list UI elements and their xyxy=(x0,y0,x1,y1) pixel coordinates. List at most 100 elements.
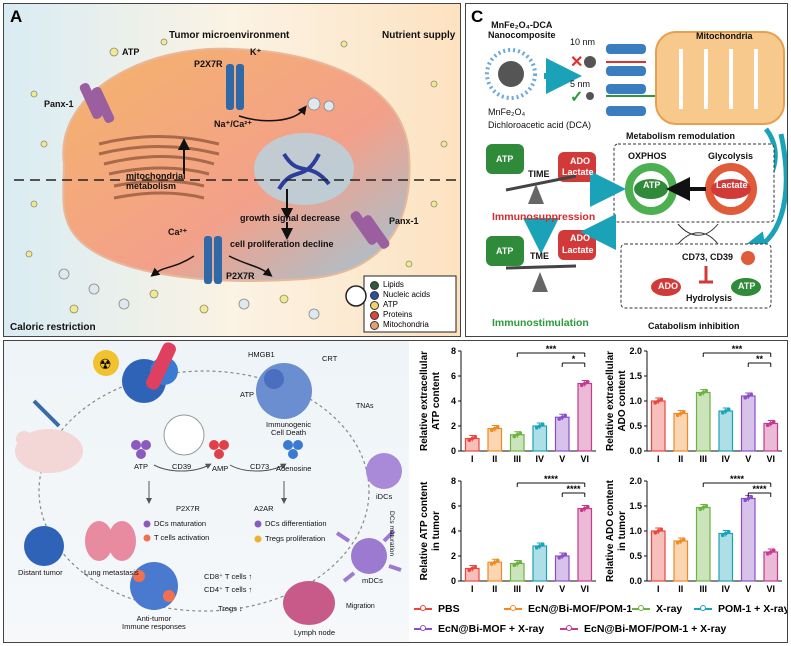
y-tick-label: 1.0 xyxy=(629,526,642,536)
y-tick-label: 2.0 xyxy=(629,346,642,356)
tumor-cluster xyxy=(122,342,178,403)
data-point xyxy=(726,407,731,411)
legend-item: EcN@Bi-MOF/POM-1 + X-ray xyxy=(560,623,726,635)
legend-dot-icon xyxy=(370,300,379,310)
y-tick-label: 0.0 xyxy=(629,446,642,456)
data-point xyxy=(473,564,478,569)
mito-metabolism-label: mitochondrial metabolism xyxy=(126,171,186,191)
size-10nm: 10 nm xyxy=(570,37,596,47)
lymph-node xyxy=(283,581,335,625)
bar xyxy=(554,555,570,582)
panx1-right-label: Panx-1 xyxy=(389,216,419,226)
curved-arrow-bottom-2 xyxy=(228,255,273,277)
data-point xyxy=(771,548,776,552)
data-point xyxy=(743,396,748,400)
p2x7r-bottom-channel xyxy=(204,236,222,284)
x-mark: ✕ xyxy=(570,54,583,71)
data-point xyxy=(489,428,494,433)
x-tick-label: IV xyxy=(535,454,544,464)
x-tick-label: V xyxy=(745,454,751,464)
catabolism-inhibition-title: Catabolism inhibition xyxy=(648,321,740,331)
data-point xyxy=(534,546,539,550)
check-mark: ✓ xyxy=(570,89,583,106)
data-point xyxy=(698,392,703,397)
dcs-maturation-label: DCs maturation xyxy=(154,519,207,528)
panel-a-legend-item: Lipids xyxy=(370,280,430,290)
adenosine-label: Adenosine xyxy=(276,464,312,473)
bar xyxy=(718,532,734,582)
metabolism-remodulation-title: Metabolism remodulation xyxy=(626,131,736,141)
data-point xyxy=(659,527,664,531)
x-tick-label: VI xyxy=(766,454,775,464)
nanocomposite-label: MnFe₂O₄-DCA Nanocomposite xyxy=(488,20,556,40)
cd73-label: CD73 xyxy=(250,462,270,471)
x-tick-label: I xyxy=(471,584,474,594)
y-tick-label: 1.5 xyxy=(629,371,642,381)
size-5nm: 5 nm xyxy=(570,79,591,89)
bar xyxy=(532,425,548,452)
x-tick-label: I xyxy=(657,454,660,464)
catabolism-atp: ATP xyxy=(738,281,756,291)
mdcs-label: mDCs xyxy=(362,576,383,585)
p2x7r-bottom-label: P2X7R xyxy=(226,271,255,281)
data-point xyxy=(720,533,725,538)
data-point xyxy=(557,556,562,560)
data-point xyxy=(473,434,478,439)
panel-a-legend-text: ATP xyxy=(383,300,398,309)
data-point xyxy=(720,411,725,415)
panel-a-legend-text: Mitochondria xyxy=(383,320,429,329)
bar xyxy=(487,427,503,452)
idc-cell xyxy=(366,453,402,489)
hmgb1-label: HMGB1 xyxy=(248,350,275,359)
tme-ado: ADO xyxy=(570,233,590,243)
data-point xyxy=(701,505,706,510)
mnfe-legend: MnFe₂O₄ xyxy=(488,107,526,117)
x-tick-label: II xyxy=(492,454,497,464)
data-point xyxy=(653,401,658,405)
glycolysis-label: Glycolysis xyxy=(708,151,754,161)
cell-zoom xyxy=(163,414,205,456)
y-axis-label: Relative extracellular xyxy=(419,351,430,451)
extracellular-particles xyxy=(25,38,448,320)
significance-label: ** xyxy=(756,354,764,364)
data-point xyxy=(512,563,517,568)
legend-box xyxy=(363,275,457,333)
significance-label: *** xyxy=(732,344,743,354)
bar xyxy=(673,540,689,582)
p2x7r-top-channel xyxy=(226,64,244,110)
data-point xyxy=(492,426,497,431)
legend-label: EcN@Bi-MOF/POM-1 + X-ray xyxy=(584,623,727,635)
legend-swatch-icon xyxy=(560,625,578,631)
growth-signal-label: growth signal decrease xyxy=(240,213,341,223)
bar xyxy=(532,545,548,582)
panel-a-illustration xyxy=(14,38,459,333)
idcs-label: iDCs xyxy=(376,492,393,501)
bar xyxy=(718,410,734,452)
atp-label: ATP xyxy=(122,47,140,57)
migration-label: Migration xyxy=(346,603,375,610)
dna-helix xyxy=(277,152,331,191)
data-point xyxy=(653,531,658,535)
data-point xyxy=(579,383,584,388)
mitochondria-stack xyxy=(98,135,220,200)
time-lactate: Lactate xyxy=(562,167,594,177)
svg-text:☢: ☢ xyxy=(99,356,112,372)
data-point xyxy=(765,423,770,428)
balance-top xyxy=(486,144,596,204)
data-point xyxy=(470,566,475,571)
data-point xyxy=(749,494,754,499)
tregs-down-label: Tregs ↓ xyxy=(218,604,243,613)
cd4-label: CD4⁺ T cells ↑ xyxy=(204,585,253,594)
bar xyxy=(554,416,570,452)
data-point xyxy=(467,568,472,573)
bar xyxy=(740,395,756,452)
tme-atp: ATP xyxy=(496,246,514,256)
significance-label: **** xyxy=(752,484,767,494)
bar xyxy=(577,507,593,582)
dca-legend: Dichloroacetic acid (DCA) xyxy=(488,120,592,130)
bar xyxy=(650,400,666,452)
k-plus-label: K⁺ xyxy=(250,47,262,57)
panx1-right-channel xyxy=(350,211,390,249)
y-tick-label: 2.0 xyxy=(629,476,642,486)
data-point xyxy=(495,558,500,563)
